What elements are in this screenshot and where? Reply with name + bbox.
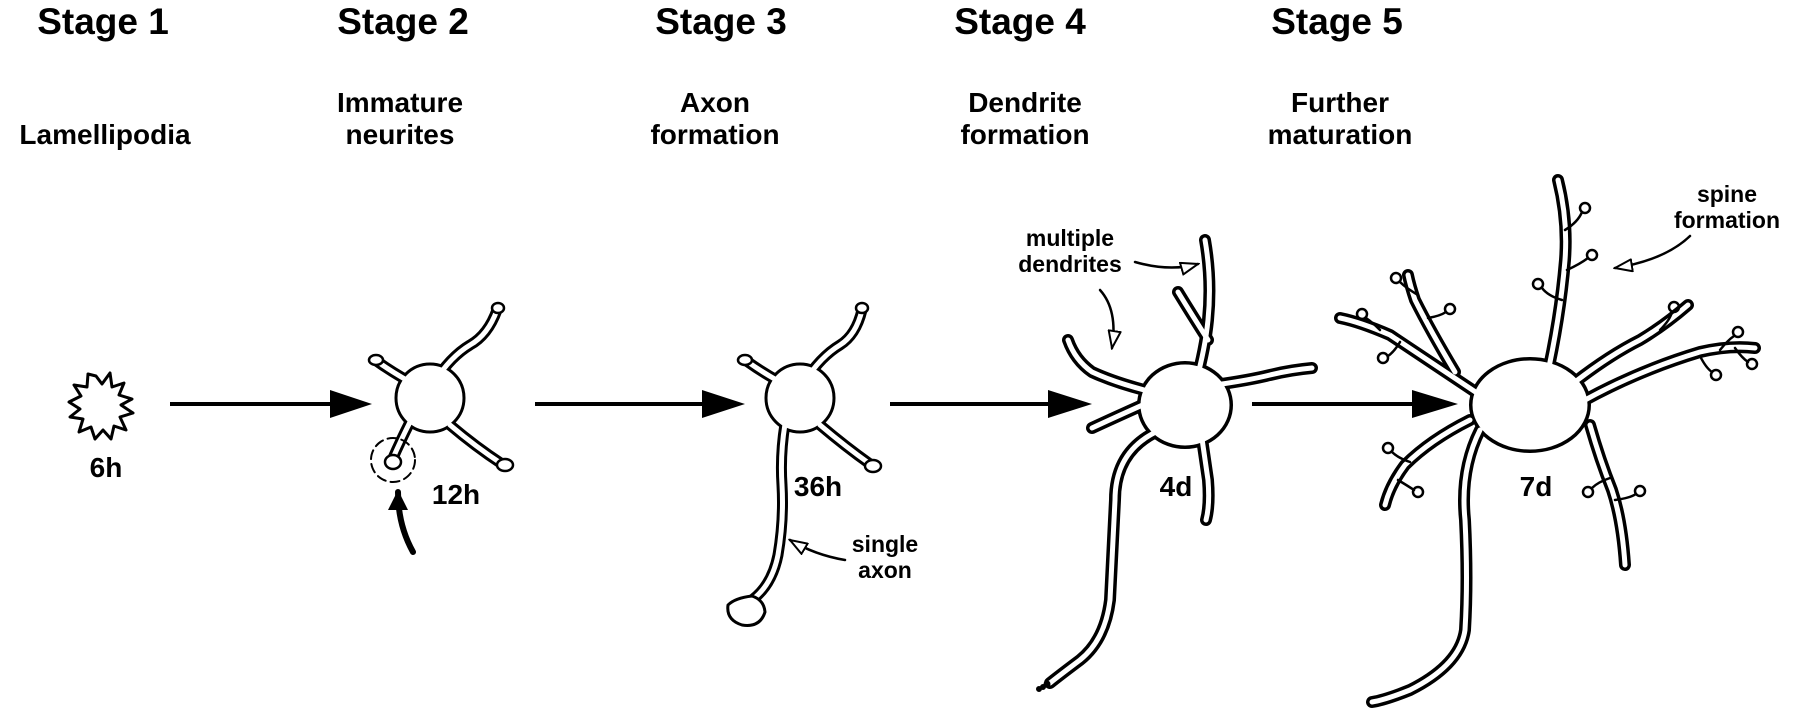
stage-4-cell: [1036, 234, 1318, 692]
stage-1-time: 6h: [89, 452, 123, 483]
stage-3-subtitle-line2: formation: [650, 119, 780, 150]
dendritic-spines: [1355, 201, 1759, 502]
stage-5-time: 7d: [1519, 471, 1553, 502]
stage-2-cell: [367, 301, 515, 555]
arrow-stage3-to-stage4: [890, 390, 1092, 418]
stage-1-subtitle: Lamellipodia: [19, 119, 191, 150]
multiple-dendrites-label-line2: dendrites: [1018, 251, 1122, 277]
spine-formation-label-line2: formation: [1673, 207, 1781, 233]
spine-formation-label-line1: spine: [1696, 181, 1758, 207]
stage-2-subtitle-line2: neurites: [345, 119, 455, 150]
stage-4-time: 4d: [1159, 471, 1193, 502]
stage-1-cell: [67, 371, 135, 441]
stage-4-subtitle-line2: formation: [960, 119, 1090, 150]
stage-3-time: 36h: [793, 471, 843, 502]
stage-transition-arrows: [170, 390, 1458, 418]
stage-5-subtitle-line2: maturation: [1267, 119, 1413, 150]
stage-5-title: Stage 5: [1271, 1, 1403, 42]
stage-4-title: Stage 4: [954, 1, 1086, 42]
stage-3-cell: [726, 301, 883, 627]
arrow-stage1-to-stage2: [170, 390, 372, 418]
stage-4-subtitle-line1: Dendrite: [968, 87, 1082, 118]
stage-5-subtitle-line1: Further: [1291, 87, 1389, 118]
stage-1-title: Stage 1: [37, 1, 169, 42]
stage-2-title: Stage 2: [337, 1, 469, 42]
multiple-dendrites-label-line1: multiple: [1025, 225, 1115, 251]
arrow-stage4-to-stage5: [1252, 390, 1458, 418]
single-axon-label-line1: single: [851, 531, 919, 557]
arrow-stage2-to-stage3: [535, 390, 745, 418]
stage-5-cell: [1334, 174, 1761, 708]
stage-3-title: Stage 3: [655, 1, 787, 42]
stage-2-subtitle-line1: Immature: [336, 87, 464, 118]
single-axon-label-line2: axon: [858, 557, 912, 583]
stage-2-time: 12h: [431, 479, 481, 510]
stage-3-subtitle-line1: Axon: [680, 87, 750, 118]
